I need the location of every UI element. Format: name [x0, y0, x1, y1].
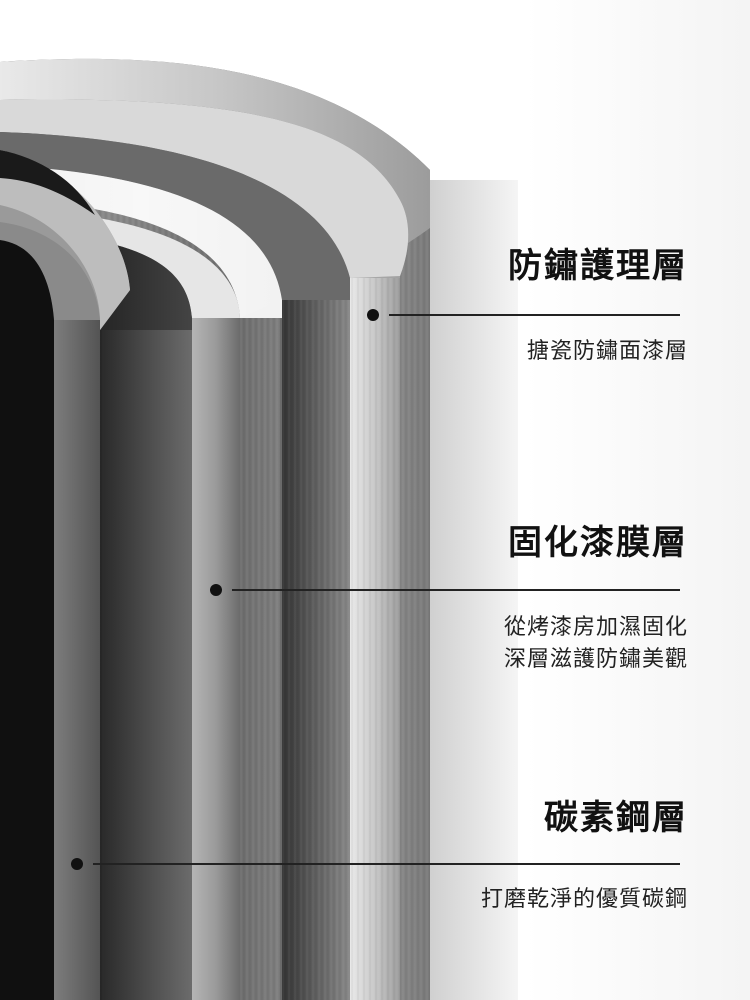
inner-layer-edge-strip — [54, 320, 100, 1000]
outer-layer-edge-texture — [350, 278, 400, 1000]
layer-3-marker-dot — [71, 858, 83, 870]
inner-cavity — [0, 240, 54, 1000]
layer-2-desc-line: 深層滋護防鏽美觀 — [503, 647, 688, 672]
layer-3-desc-line: 打磨乾淨的優質碳鋼 — [480, 887, 688, 912]
inner-layer-top-face — [0, 222, 100, 320]
middle-layer-edge-strip — [192, 318, 240, 1000]
layer-2-desc-line: 從烤漆房加濕固化 — [503, 615, 688, 640]
layer-1-title: 防鏽護理層 — [508, 246, 688, 286]
layer-1-description: 搪瓷防鏽面漆層 — [527, 336, 688, 368]
layer-3-title: 碳素鋼層 — [544, 798, 688, 838]
layer-2-description: 從烤漆房加濕固化 深層滋護防鏽美觀 — [504, 612, 688, 676]
layer-2-marker-dot — [210, 584, 222, 596]
middle-outer-texture — [282, 300, 350, 1000]
inner-cavity-top — [0, 150, 95, 215]
inner-layer-outer-face — [102, 330, 192, 1000]
layer-1-desc-line: 搪瓷防鏽面漆層 — [526, 339, 688, 364]
layer-1-marker-dot — [367, 309, 379, 321]
layer-2-title: 固化漆膜層 — [508, 523, 688, 563]
layer-3-description: 打磨乾淨的優質碳鋼 — [481, 884, 688, 916]
inner-layer-rim-highlight — [0, 150, 130, 330]
outer-layer-rim-face — [0, 99, 409, 279]
